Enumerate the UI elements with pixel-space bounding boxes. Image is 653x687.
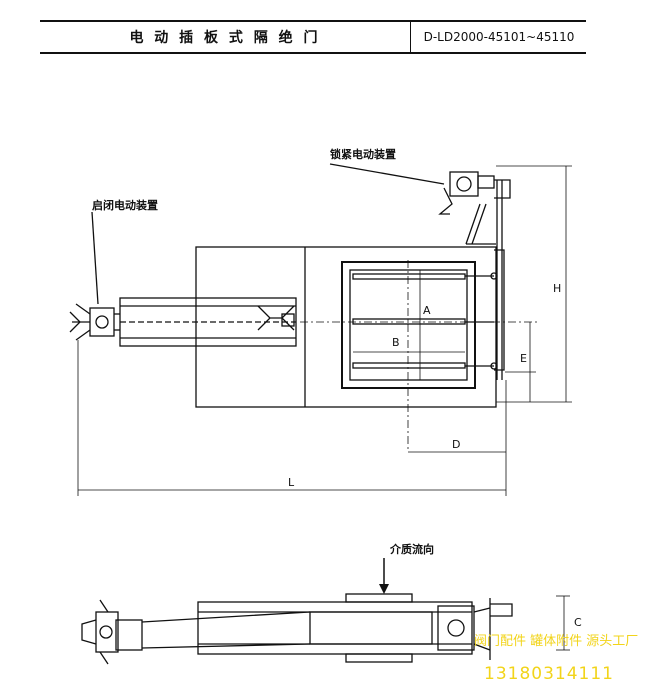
drawing-code: D-LD2000-45101~45110	[423, 30, 575, 44]
opening-outer-frame	[341, 261, 476, 389]
dim-label-L: L	[288, 476, 295, 489]
stem-cylinder	[119, 297, 297, 347]
watermark-text: 阀门配件 罐体附件 源头工厂	[474, 634, 639, 649]
opening-inner-frame	[349, 269, 468, 381]
leader-lock-actuator	[329, 163, 445, 185]
clamp-bar-top	[352, 273, 466, 280]
flow-arrow-head	[379, 584, 389, 594]
dim-label-H: H	[553, 282, 561, 295]
title-block: 电 动 插 板 式 隔 绝 门 D-LD2000-45101~45110	[40, 20, 586, 54]
dim-label-B: B	[392, 336, 400, 349]
clamp-bar-middle	[352, 318, 466, 325]
label-lock-actuator: 锁紧电动装置	[330, 147, 396, 161]
open-close-actuator-drawing	[69, 303, 120, 341]
label-flow-direction: 介质流向	[389, 542, 434, 556]
dim-label-D: D	[452, 438, 460, 451]
leader-open-close-actuator	[91, 211, 99, 305]
label-open-close-actuator: 启闭电动装置	[92, 198, 158, 212]
clamp-bar-bottom	[352, 362, 466, 369]
dim-label-C: C	[574, 616, 582, 629]
dim-label-E: E	[520, 352, 527, 365]
lock-actuator-drawing	[438, 171, 511, 245]
watermark-phone: 13180314111	[484, 664, 614, 684]
side-view-drawing	[81, 593, 570, 665]
drawing-title: 电 动 插 板 式 隔 绝 门	[40, 22, 411, 52]
gate-body-outline	[195, 246, 497, 408]
dim-label-A: A	[423, 304, 431, 317]
